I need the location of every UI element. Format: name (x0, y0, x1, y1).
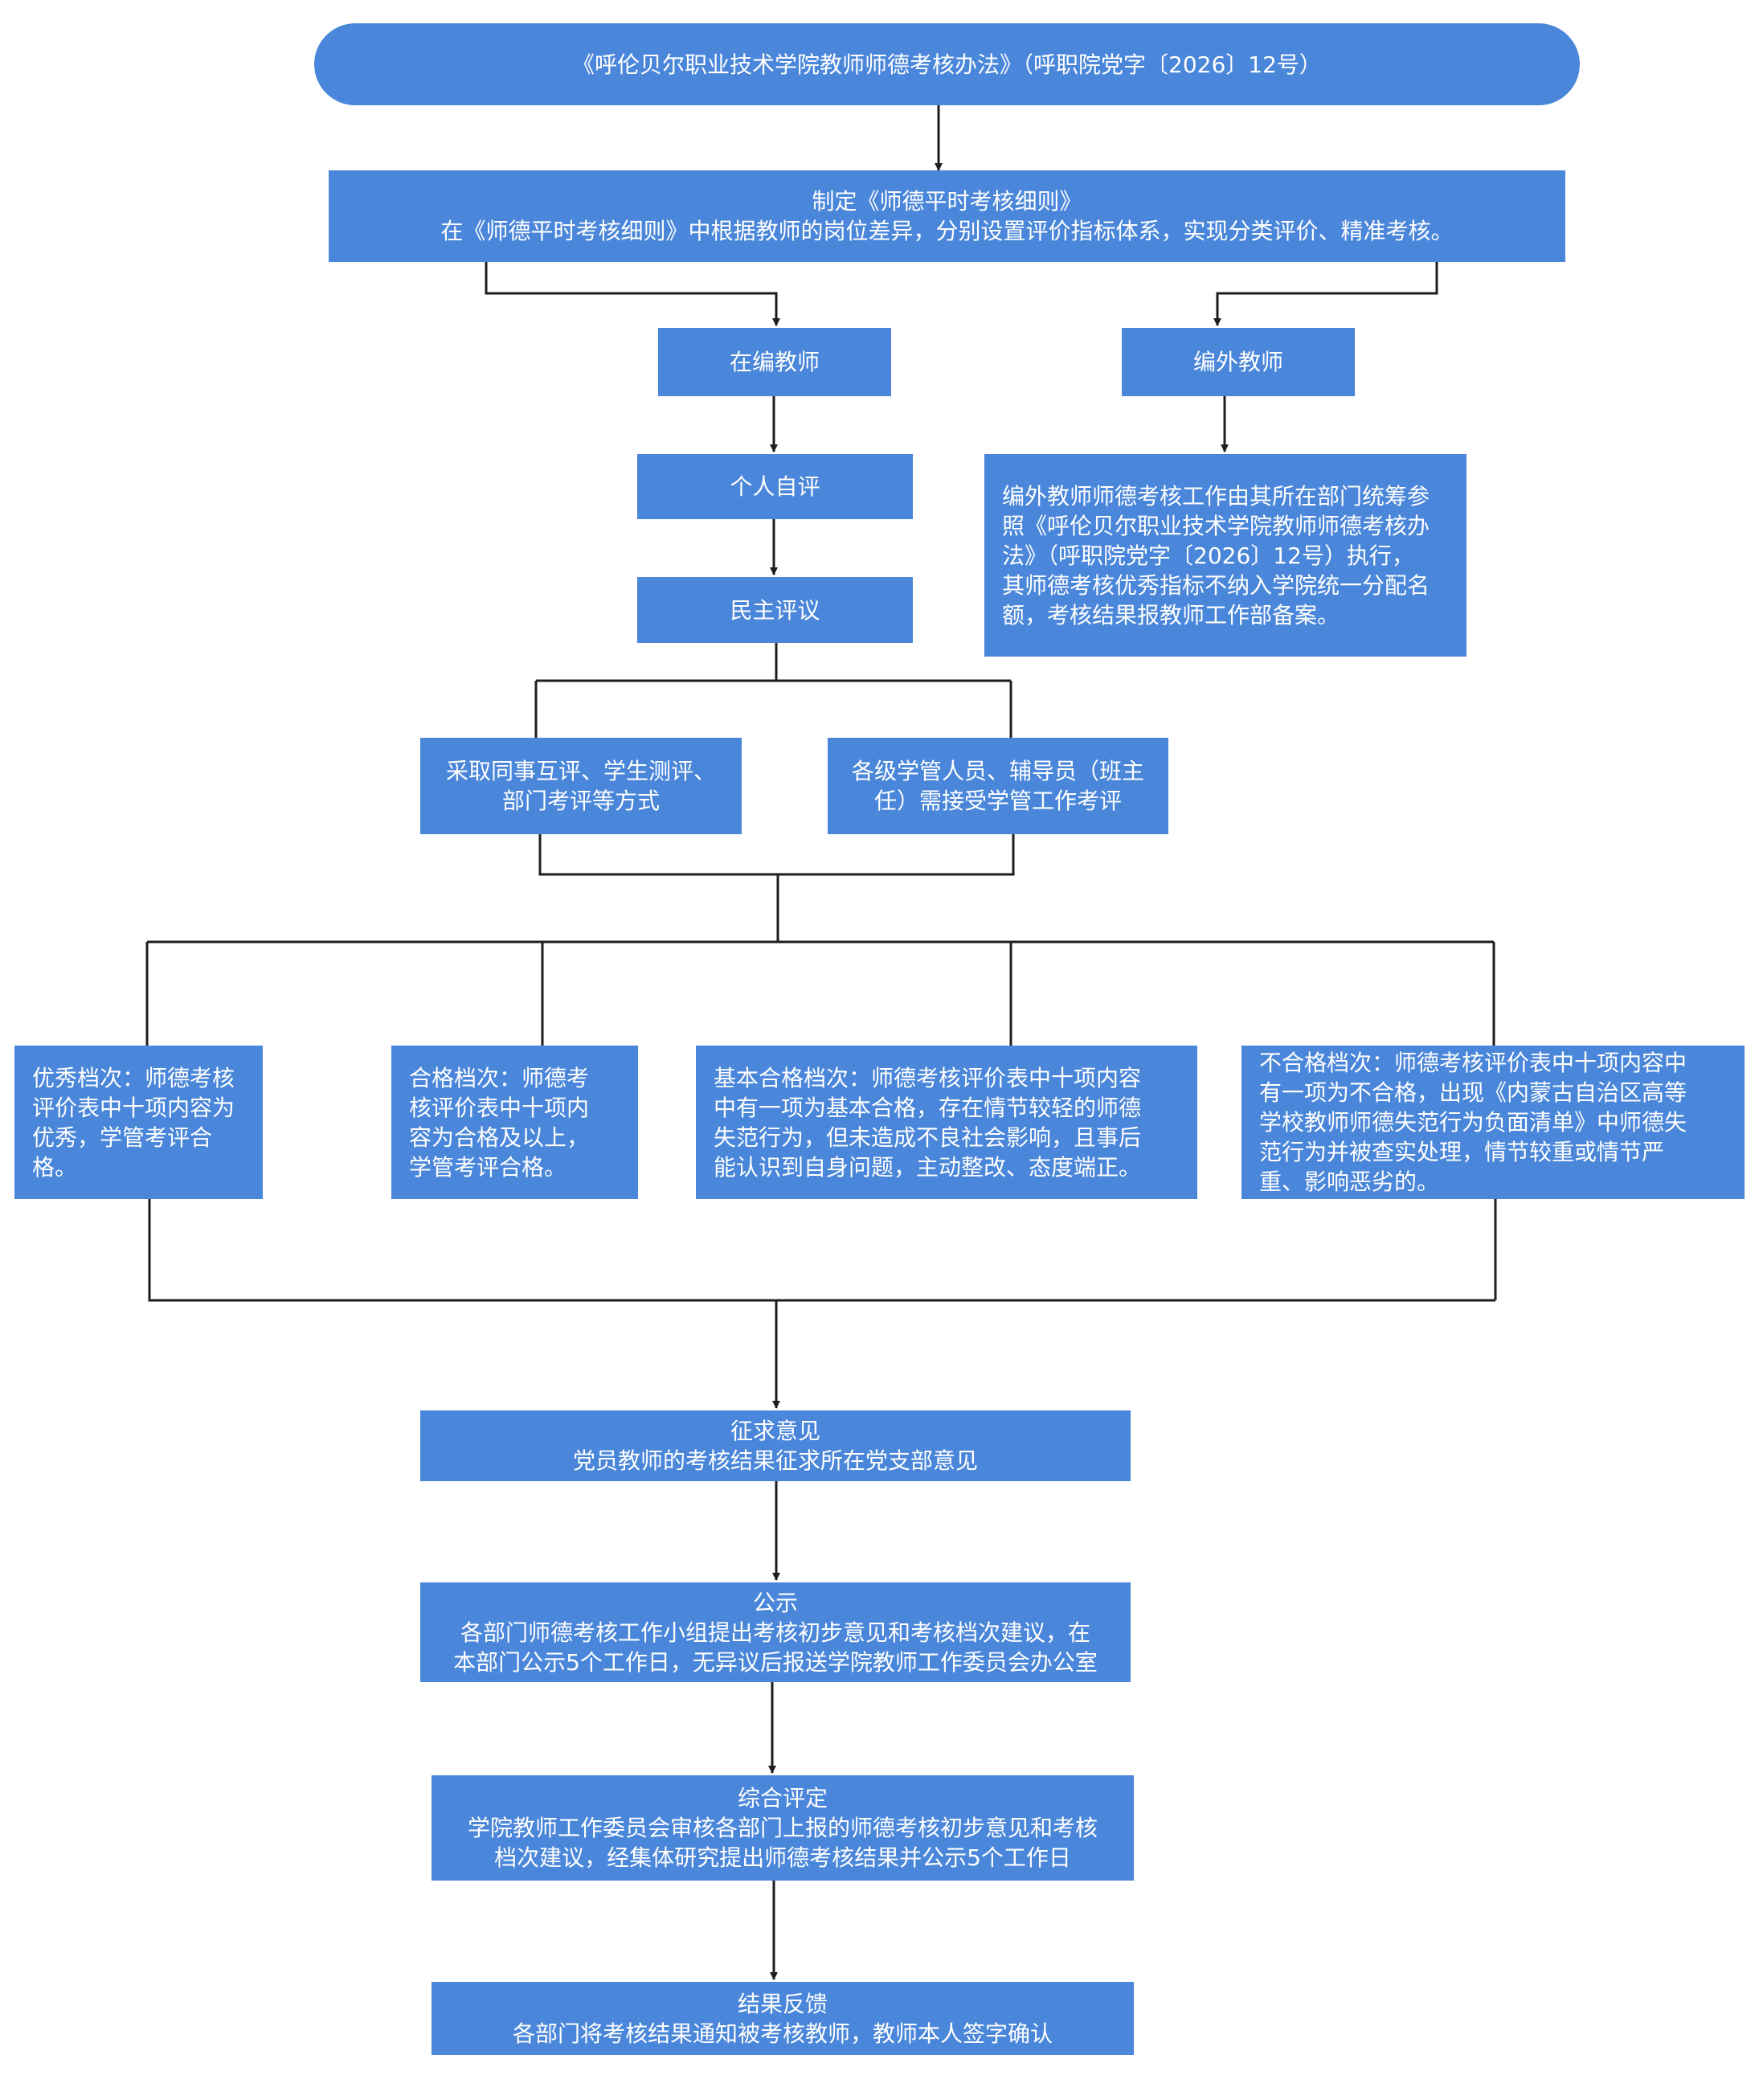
detail-title: 制定《师德平时考核细则》 (812, 188, 1082, 215)
staff-review-method-node: 各级学管人员、辅导员（班主 任）需接受学管工作考评 (828, 738, 1168, 834)
opinion-step-line: 党员教师的考核结果征求所在党支部意见 (572, 1447, 978, 1474)
arrow-detail-to-contract (1213, 262, 1438, 326)
contract-note-line: 照《呼伦贝尔职业技术学院教师师德考核办 (1002, 512, 1430, 539)
grade-line: 容为合格及以上， (409, 1124, 590, 1151)
peer-review-line: 采取同事互评、学生测评、 (445, 758, 716, 784)
grade-line: 失范行为，但未造成不良社会影响，且事后 (714, 1124, 1142, 1151)
publicity-step-title: 公示 (752, 1589, 798, 1616)
contract-note-line: 法》（呼职院党字〔2026〕12号）执行， (1002, 542, 1414, 569)
publicity-step-line: 各部门师德考核工作小组提出考核初步意见和考核档次建议，在 (460, 1619, 1090, 1646)
arrow-detail-to-regular (485, 262, 780, 326)
opinion-step-node: 征求意见 党员教师的考核结果征求所在党支部意见 (420, 1410, 1131, 1481)
contract-teacher-node: 编外教师 (1122, 328, 1355, 396)
grade-line: 基本合格档次：师德考核评价表中十项内容 (714, 1064, 1142, 1091)
grade-basic-qualified-node: 基本合格档次：师德考核评价表中十项内容 中有一项为基本合格，存在情节较轻的师德 … (696, 1046, 1197, 1199)
contract-note-line: 额，考核结果报教师工作部备案。 (1002, 601, 1340, 628)
line-grade-merge (148, 1199, 1497, 1302)
feedback-step-line: 各部门将考核结果通知被考核教师，教师本人签字确认 (512, 2020, 1053, 2047)
grade-line: 范行为并被查实处理，情节较重或情节严 (1259, 1139, 1665, 1165)
grade-excellent-node: 优秀档次：师德考核 评价表中十项内容为 优秀，学管考评合 格。 (14, 1046, 263, 1199)
democratic-review-node: 民主评议 (637, 577, 913, 643)
grade-line: 格。 (32, 1153, 78, 1181)
opinion-step-title: 征求意见 (730, 1418, 820, 1444)
grade-line: 学校教师师德失范行为负面清单》中师德失 (1259, 1109, 1687, 1136)
contract-note-node: 编外教师师德考核工作由其所在部门统筹参 照《呼伦贝尔职业技术学院教师师德考核办 … (984, 454, 1466, 657)
grade-qualified-node: 合格档次：师德考 核评价表中十项内 容为合格及以上， 学管考评合格。 (391, 1046, 638, 1199)
contract-teacher-label: 编外教师 (1192, 349, 1283, 375)
grade-line: 优秀档次：师德考核 (32, 1064, 235, 1091)
grade-line: 合格档次：师德考 (409, 1064, 590, 1091)
header-text: 《呼伦贝尔职业技术学院教师师德考核办法》（呼职院党字〔2026〕12号） (572, 51, 1322, 78)
line-methods-merge (538, 834, 1015, 942)
feedback-step-title: 结果反馈 (737, 1990, 828, 2017)
peer-review-method-node: 采取同事互评、学生测评、 部门考评等方式 (420, 738, 742, 834)
header-node: 《呼伦贝尔职业技术学院教师师德考核办法》（呼职院党字〔2026〕12号） (314, 23, 1580, 105)
contract-note-line: 其师德考核优秀指标不纳入学院统一分配名 (1002, 571, 1430, 599)
evaluation-step-title: 综合评定 (737, 1785, 828, 1811)
evaluation-step-node: 综合评定 学院教师工作委员会审核各部门上报的师德考核初步意见和考核 档次建议，经… (432, 1775, 1134, 1881)
detail-desc: 在《师德平时考核细则》中根据教师的岗位差异，分别设置评价指标体系，实现分类评价、… (440, 218, 1454, 244)
grade-line: 中有一项为基本合格，存在情节较轻的师德 (714, 1094, 1142, 1121)
grade-line: 评价表中十项内容为 (32, 1094, 235, 1121)
feedback-step-node: 结果反馈 各部门将考核结果通知被考核教师，教师本人签字确认 (432, 1982, 1134, 2055)
grade-line: 重、影响恶劣的。 (1259, 1169, 1440, 1195)
grade-line: 能认识到自身问题，主动整改、态度端正。 (714, 1153, 1142, 1181)
contract-note-line: 编外教师师德考核工作由其所在部门统筹参 (1002, 482, 1430, 510)
publicity-step-line: 本部门公示5个工作日，无异议后报送学院教师工作委员会办公室 (453, 1648, 1098, 1676)
detail-node: 制定《师德平时考核细则》 在《师德平时考核细则》中根据教师的岗位差异，分别设置评… (329, 170, 1565, 262)
evaluation-step-line: 学院教师工作委员会审核各部门上报的师德考核初步意见和考核 (467, 1815, 1098, 1841)
staff-review-line: 任）需接受学管工作考评 (873, 788, 1122, 814)
grade-line: 有一项为不合格，出现《内蒙古自治区高等 (1259, 1079, 1687, 1106)
publicity-step-node: 公示 各部门师德考核工作小组提出考核初步意见和考核档次建议，在 本部门公示5个工… (420, 1582, 1131, 1682)
line-democratic-split (534, 643, 1012, 738)
line-grade-split (145, 940, 1495, 1046)
grade-unqualified-node: 不合格档次：师德考核评价表中十项内容中 有一项为不合格，出现《内蒙古自治区高等 … (1241, 1046, 1745, 1199)
evaluation-step-line: 档次建议，经集体研究提出师德考核结果并公示5个工作日 (494, 1844, 1071, 1871)
grade-line: 核评价表中十项内 (409, 1094, 590, 1121)
regular-teacher-node: 在编教师 (658, 328, 891, 396)
staff-review-line: 各级学管人员、辅导员（班主 (851, 758, 1144, 784)
grade-line: 优秀，学管考评合 (32, 1124, 213, 1151)
regular-teacher-label: 在编教师 (729, 349, 820, 375)
grade-line: 学管考评合格。 (409, 1153, 567, 1181)
peer-review-line: 部门考评等方式 (501, 788, 660, 814)
democratic-review-label: 民主评议 (730, 596, 820, 624)
self-evaluation-node: 个人自评 (637, 454, 913, 519)
grade-line: 不合格档次：师德考核评价表中十项内容中 (1259, 1050, 1687, 1076)
self-evaluation-label: 个人自评 (730, 473, 820, 500)
